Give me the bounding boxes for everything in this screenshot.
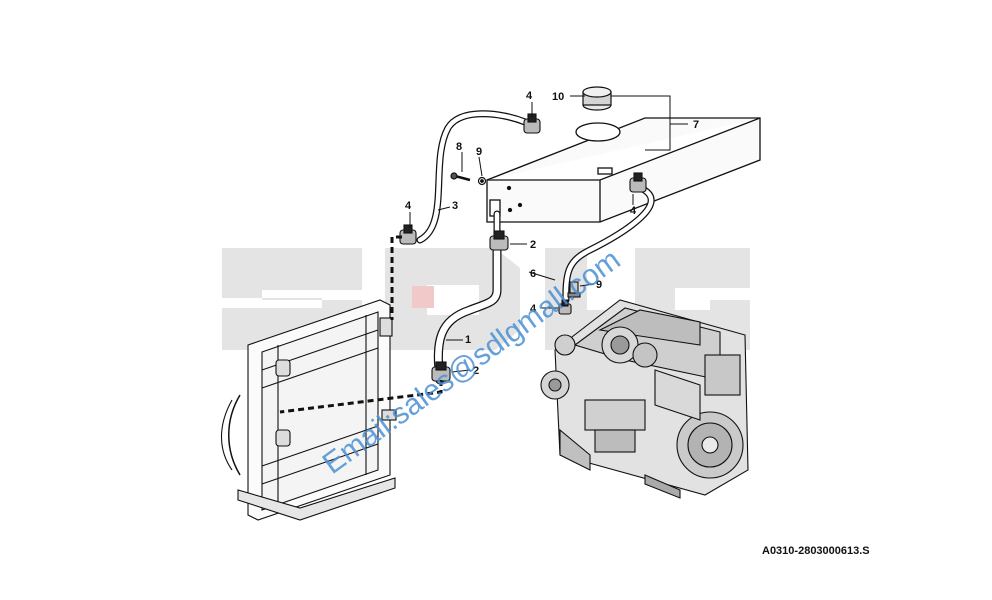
callout-4: 4 (530, 303, 537, 315)
callout-10: 10 (552, 91, 564, 103)
callout-6: 8 (456, 141, 462, 153)
callout-4: 4 (405, 200, 412, 212)
engine (540, 299, 749, 499)
leader-lines (409, 95, 688, 373)
clamp-2-lower (431, 361, 451, 382)
clamp-2-upper (489, 230, 509, 251)
hoses (416, 110, 655, 385)
clamp-4-left (399, 224, 417, 245)
expansion-tank (486, 117, 761, 223)
callout-2: 2 (473, 365, 479, 377)
callout-3: 3 (452, 200, 458, 212)
fitting (567, 281, 581, 298)
radiator (221, 299, 397, 521)
callout-1: 1 (465, 334, 471, 346)
callout-9-label: 9 (596, 279, 602, 291)
callout-7: 9 (476, 146, 482, 158)
bolt-and-washer (450, 172, 487, 186)
clamp-4-engine (558, 299, 572, 315)
callout-5: 7 (693, 119, 699, 131)
callout-2: 2 (530, 239, 536, 251)
connection-dashes (279, 235, 443, 414)
tank-cap (582, 86, 612, 111)
callout-4: 4 (526, 90, 533, 102)
callout-4: 4 (630, 205, 637, 217)
clamp-4-right (629, 172, 647, 193)
callout-8: 6 (530, 268, 536, 280)
hose-clamps (399, 113, 647, 382)
document-code: A0310-2803000613.S (762, 545, 870, 557)
callout-labels: 4 10 7 8 9 3 4 4 2 6 9 9 9 4 1 2 (405, 90, 699, 377)
